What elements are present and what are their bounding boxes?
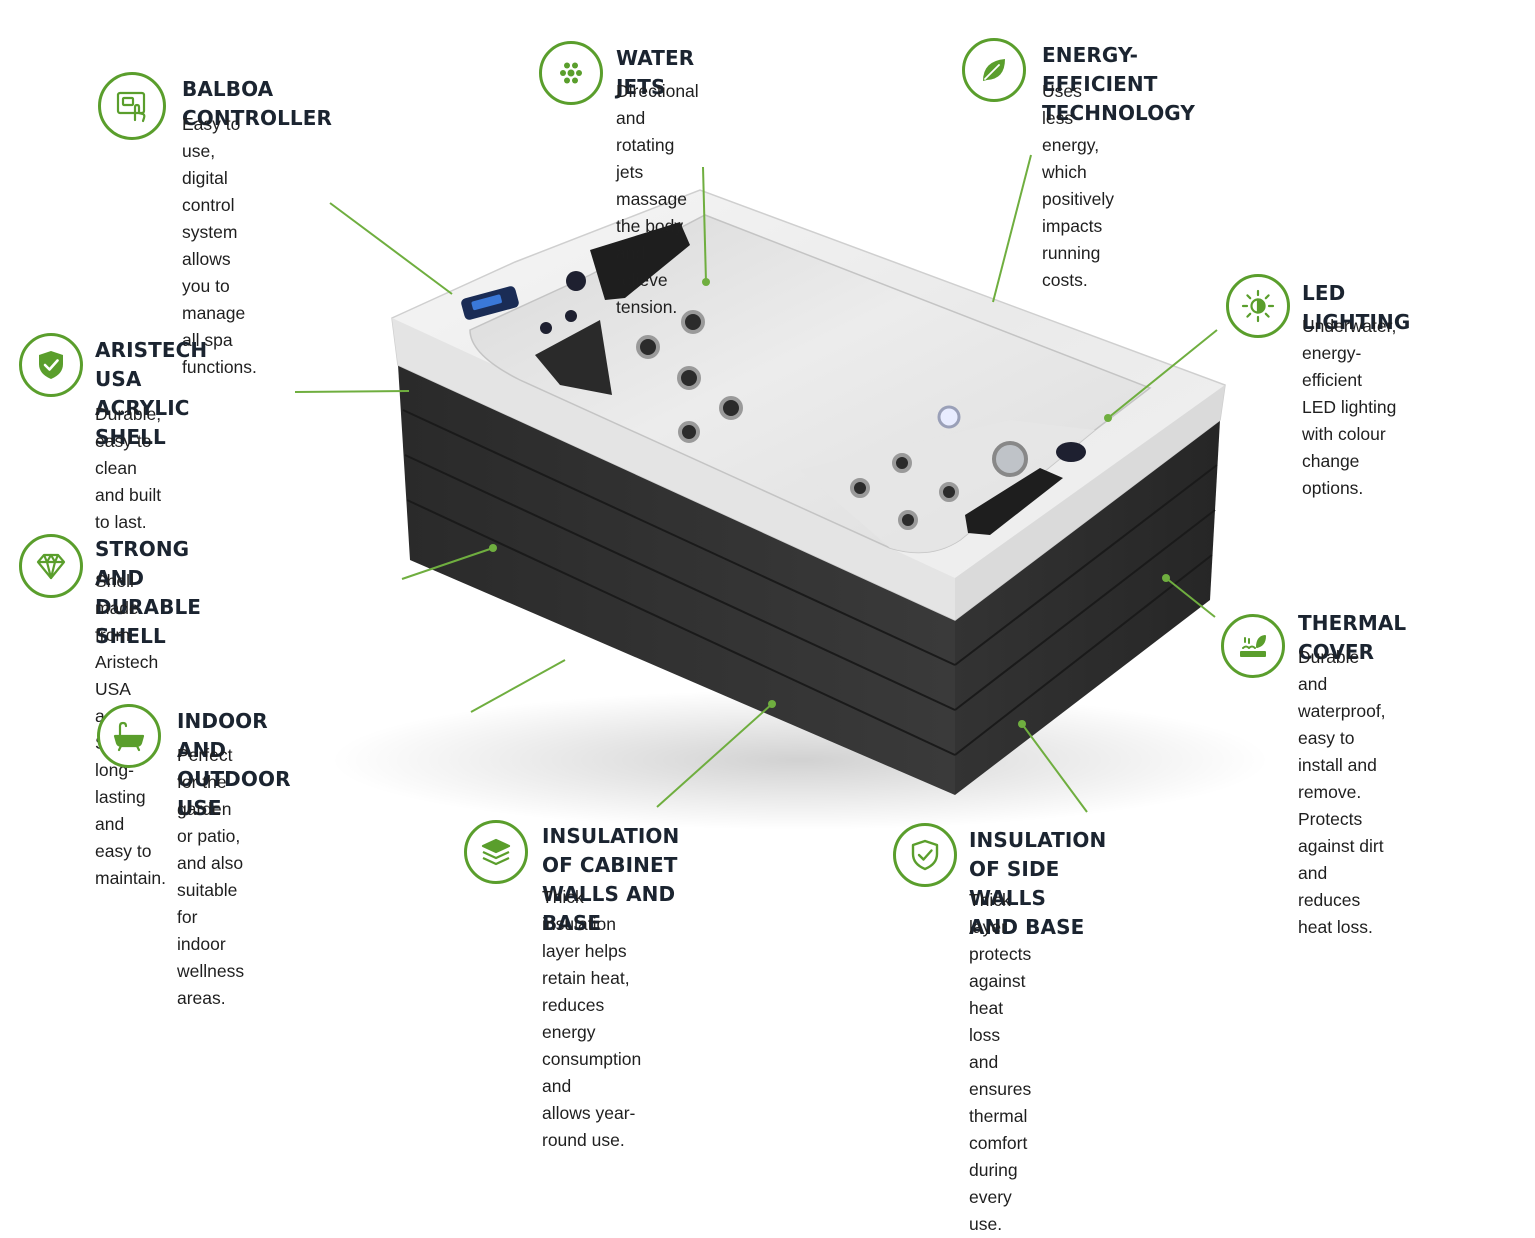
- callout-dots: [489, 278, 1170, 728]
- feature-title: INSULATION OF SIDE WALLS AND BASE: [969, 828, 1107, 939]
- shell-front-edge: [392, 318, 955, 620]
- spa-infographic: BALBOA CONTROLLER Easy to use, digital c…: [19, 38, 1411, 1234]
- feature-title: STRONG AND DURABLE SHELL: [95, 537, 202, 648]
- rotating-jet: [992, 441, 1028, 477]
- layers-icon: [464, 820, 528, 884]
- thermal-cover-icon: [1221, 614, 1285, 678]
- feature-description: Easy to use, digital control system allo…: [182, 114, 257, 377]
- feature-description: Thick layer protects against heat loss a…: [969, 890, 1032, 1234]
- touch-control-panel-icon: [98, 72, 166, 140]
- callout-lines: [294, 154, 1218, 813]
- feature-description: Uses less energy, which positively impac…: [1042, 81, 1114, 290]
- leaf-icon: [962, 38, 1026, 102]
- shield-check-icon: [893, 823, 957, 887]
- feature-description: Thick insulation layer helps retain heat…: [542, 887, 642, 1150]
- water-jets-icon: [539, 41, 603, 105]
- filter-box: [535, 320, 612, 395]
- led-light: [937, 405, 961, 429]
- diamond-icon: [19, 534, 83, 598]
- spa-jets: [636, 310, 959, 530]
- feature-title: ENERGY-EFFICIENT TECHNOLOGY: [1042, 43, 1195, 125]
- feature-description: Durable, easy to clean and built to last…: [95, 404, 162, 532]
- headrest-back: [590, 222, 690, 300]
- feature-title: INSULATION OF CABINET WALLS AND BASE: [542, 824, 680, 935]
- control-display: [471, 294, 502, 311]
- feature-title: WATER JETS: [616, 46, 695, 99]
- headrest-front: [965, 468, 1063, 535]
- sun-light-icon: [1226, 274, 1290, 338]
- feature-description: Underwater, energy-efficient LED lightin…: [1302, 316, 1397, 498]
- feature-description: Perfect for the garden or patio, and als…: [177, 745, 245, 1008]
- feature-title: THERMAL COVER: [1298, 611, 1407, 664]
- rim-buttons: [540, 271, 1086, 462]
- feature-description: Durable and waterproof, easy to install …: [1298, 647, 1386, 937]
- feature-title: LED LIGHTING: [1302, 281, 1411, 334]
- feature-description: Directional and rotating jets massage th…: [616, 81, 699, 317]
- shield-check-icon: [19, 333, 83, 397]
- feature-title: INDOOR AND OUTDOOR USE: [177, 709, 291, 820]
- feature-title: BALBOA CONTROLLER: [182, 77, 333, 130]
- bathtub-icon: [97, 704, 161, 768]
- hot-tub-illustration: [294, 154, 1270, 830]
- cabinet-slats: [402, 409, 1218, 756]
- shell-side-edge: [955, 385, 1225, 620]
- feature-title: ARISTECH USA ACRYLIC SHELL: [95, 338, 208, 449]
